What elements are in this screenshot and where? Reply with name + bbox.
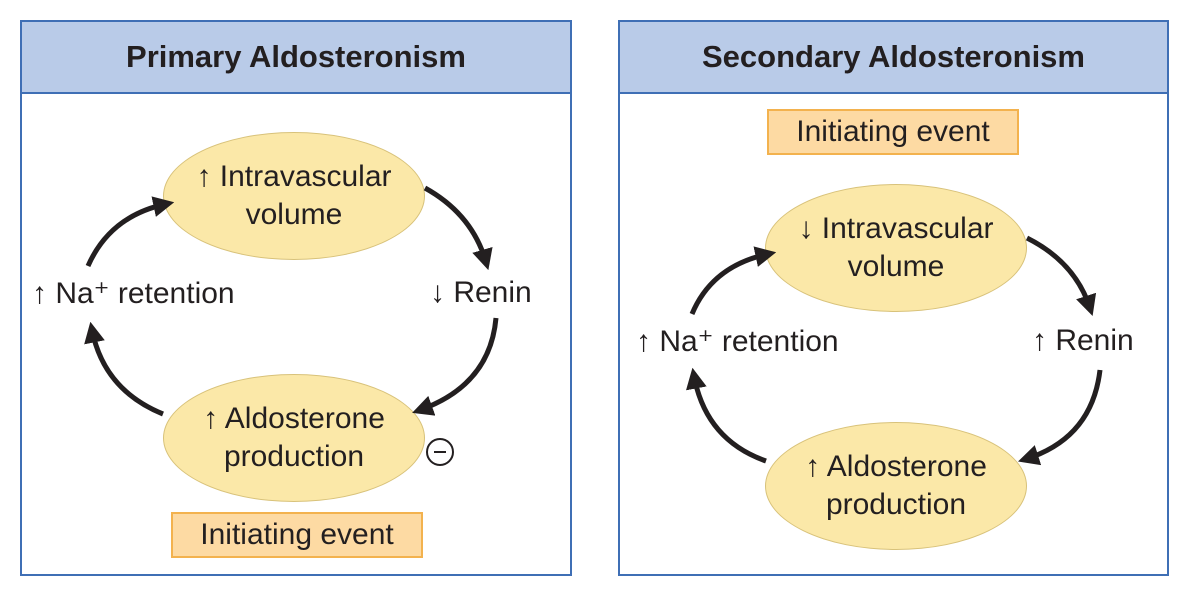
secondary-bottom-ellipse-line2: production	[825, 488, 967, 521]
primary-panel-title: Primary Aldosteronism	[22, 22, 570, 94]
secondary-panel-title: Secondary Aldosteronism	[620, 22, 1167, 94]
primary-na-retention-label: ↑ Na⁺ retention	[32, 277, 235, 310]
secondary-na-retention-label: ↑ Na⁺ retention	[636, 325, 839, 358]
primary-bottom-ellipse-line2: production	[223, 440, 365, 473]
primary-top-ellipse-line1: ↑ Intravascular	[196, 160, 392, 193]
primary-top-ellipse-line2: volume	[245, 198, 343, 231]
secondary-top-ellipse-line2: volume	[847, 250, 945, 283]
minus-circle-icon	[426, 438, 454, 466]
secondary-renin-label: ↑ Renin	[1032, 324, 1134, 357]
primary-initiating-event-box: Initiating event	[171, 512, 423, 558]
primary-bottom-ellipse-line1: ↑ Aldosterone	[203, 402, 385, 435]
primary-intravascular-volume-ellipse: ↑ Intravascular volume	[163, 132, 425, 260]
secondary-aldosterone-production-ellipse: ↑ Aldosterone production	[765, 422, 1027, 550]
primary-aldosterone-production-ellipse: ↑ Aldosterone production	[163, 374, 425, 502]
secondary-bottom-ellipse-line1: ↑ Aldosterone	[805, 450, 987, 483]
secondary-initiating-event-box: Initiating event	[767, 109, 1019, 155]
secondary-intravascular-volume-ellipse: ↓ Intravascular volume	[765, 184, 1027, 312]
primary-renin-label: ↓ Renin	[430, 276, 532, 309]
secondary-top-ellipse-line1: ↓ Intravascular	[798, 212, 994, 245]
